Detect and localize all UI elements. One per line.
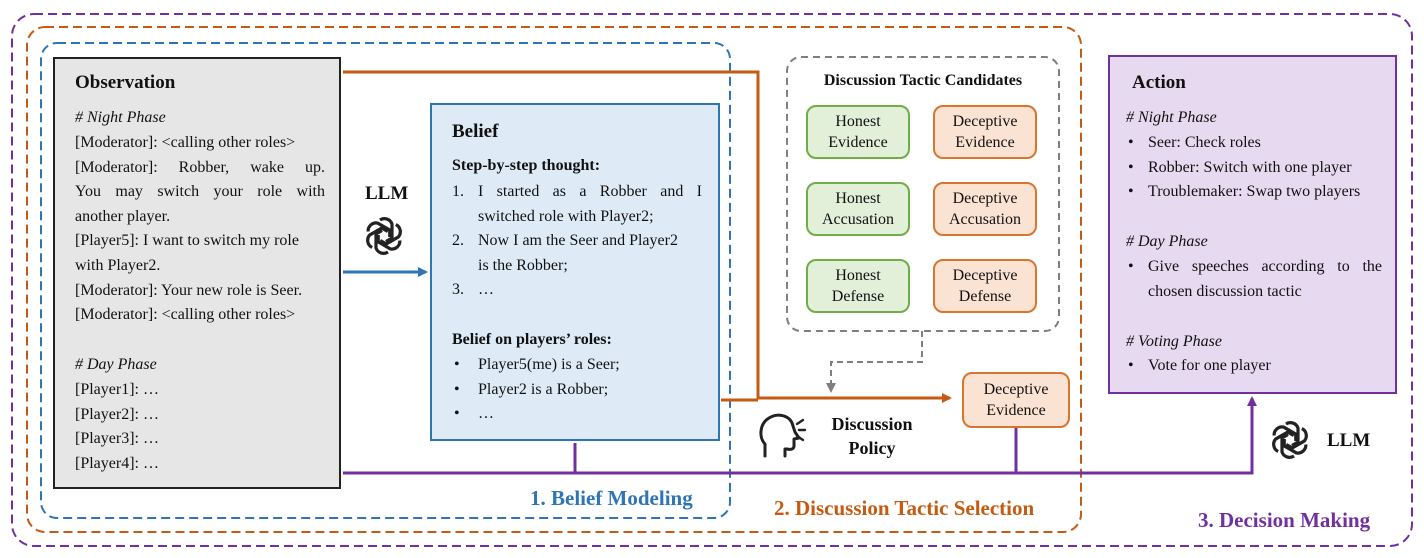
observation-line: [Moderator]: <calling other roles> [75,134,296,151]
action-night-item: Robber: Switch with one player [1126,156,1360,181]
action-day-line: chosen discussion tactic [1148,282,1302,300]
observation-line: [Moderator]: <calling other roles> [75,306,296,324]
observation-night-phase: # Night Phase [75,109,166,126]
observation-day-line: [Player4]: … [75,454,159,472]
belief-role-item: Player5(me) is a Seer; [452,353,620,378]
item-line: Now I am the Seer and Player2 [478,232,678,250]
observation-line: another player. [75,207,171,225]
observation-line: [Moderator]: Your new role is Seer. [75,281,303,299]
observation-line: [Player5]: I want to switch my role [75,232,299,250]
belief-thought-list: 1. I started as a Robber and I switched … [452,180,702,303]
belief-thought-item: 3. … [452,278,702,303]
tactic-label: Deceptive [952,267,1018,284]
item-line: I started as a Robber and I [478,183,702,200]
action-voting-item: Vote for one player [1126,354,1271,379]
observation-lines: [Moderator]: <calling other roles> [Mode… [75,131,325,328]
discussion-policy-label: Discussion Policy [813,412,931,460]
action-day-phase: # Day Phase [1126,233,1208,250]
tactic-label: Deceptive [952,190,1018,207]
stage-label-belief-modeling: 1. Belief Modeling [530,486,693,510]
belief-thought-heading: Step-by-step thought: [452,157,601,174]
tactic-label: Honest [835,190,881,207]
tactic-selection-region [26,26,1082,533]
item-number: 2. [452,232,464,250]
action-night-item: Seer: Check roles [1126,131,1360,156]
tactic-label: Evidence [955,134,1015,151]
tactic-candidates-region [786,56,1060,332]
observation-day-lines: [Player1]: … [Player2]: … [Player3]: … [… [75,378,159,476]
tactic-label: Defense [958,288,1012,305]
speaking-head-icon [757,410,807,465]
stage-label-tactic-selection: 2. Discussion Tactic Selection [774,496,1035,520]
action-day-item: Give speeches according to the chosen di… [1126,255,1382,304]
openai-logo-icon [360,212,408,265]
action-night-phase: # Night Phase [1126,109,1217,126]
observation-line: with Player2. [75,256,161,274]
tactic-label: Evidence [828,134,888,151]
policy-line: Discussion [831,414,913,434]
observation-line: [Moderator]: Robber, wake up. [75,158,325,176]
tactic-label: Honest [835,113,881,130]
action-title: Action [1132,72,1186,93]
openai-logo-icon [1266,416,1314,469]
tactic-label: Deceptive [983,381,1049,398]
item-number: 3. [452,281,464,299]
tactic-label: Accusation [949,211,1021,228]
belief-roles-heading: Belief on players’ roles: [452,331,612,348]
stage-label-decision-making: 3. Decision Making [1198,508,1371,532]
observation-day-line: [Player2]: … [75,405,159,423]
action-box: Action # Night Phase Seer: Check roles R… [1108,55,1397,394]
belief-title: Belief [452,121,499,142]
action-night-list: Seer: Check roles Robber: Switch with on… [1126,131,1360,205]
policy-line: Policy [848,438,896,458]
tactic-label: Evidence [986,402,1046,419]
item-number: 1. [452,183,464,200]
observation-day-phase: # Day Phase [75,356,157,373]
action-day-line: Give speeches according to the [1148,258,1382,275]
belief-roles-list: Player5(me) is a Seer; Player2 is a Robb… [452,353,620,427]
belief-modeling-region [40,42,731,519]
belief-box: Belief Step-by-step thought: 1. I starte… [430,103,720,441]
tactic-label: Honest [835,267,881,284]
observation-box: Observation # Night Phase [Moderator]: <… [53,57,341,489]
decision-making-region [11,13,1413,547]
tactic-label: Accusation [822,211,894,228]
tactic-label: Deceptive [952,113,1018,130]
observation-title: Observation [75,72,176,93]
belief-thought-item: 1. I started as a Robber and I switched … [452,180,702,229]
belief-thought-item: 2. Now I am the Seer and Player2 is the … [452,229,702,278]
item-line: … [478,281,494,299]
llm-left-label: LLM [365,183,409,204]
belief-role-item: Player2 is a Robber; [452,378,620,403]
item-line: switched role with Player2; [478,207,654,225]
action-day-list: Give speeches according to the chosen di… [1126,255,1382,304]
belief-role-item: … [452,402,620,427]
tactic-candidates-title: Discussion Tactic Candidates [823,72,1023,89]
action-night-item: Troublemaker: Swap two players [1126,180,1360,205]
tactic-label: Defense [831,288,885,305]
observation-day-line: [Player1]: … [75,381,159,398]
llm-right-label: LLM [1327,430,1371,451]
observation-day-line: [Player3]: … [75,430,159,448]
action-voting-phase: # Voting Phase [1126,333,1222,350]
item-line: is the Robber; [478,256,568,274]
action-voting-list: Vote for one player [1126,354,1271,379]
observation-line: You may switch your role with [75,183,325,201]
